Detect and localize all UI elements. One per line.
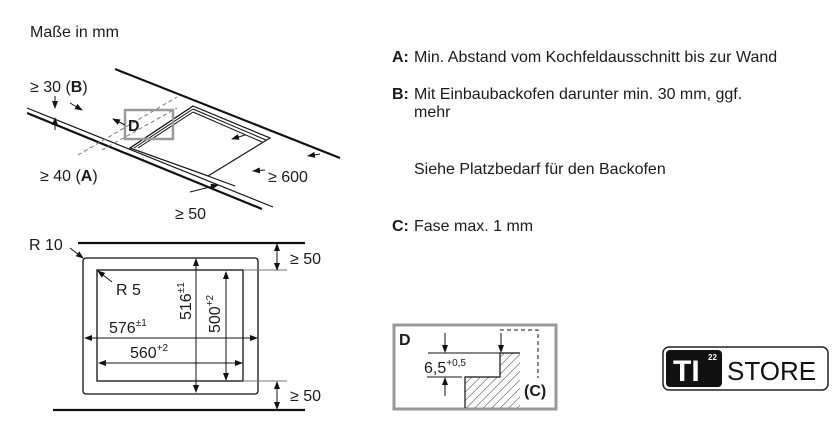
- outer-width-label: 576±1: [109, 318, 147, 337]
- note-a: A:Min. Abstand vom Kochfeldausschnitt bi…: [392, 49, 778, 66]
- depth-label: ≥ 600: [268, 169, 308, 186]
- inner-depth-label: 500+2: [205, 294, 224, 333]
- detail-d: [392, 323, 558, 411]
- inner-radius-label: R 5: [116, 282, 141, 299]
- detail-dimension: 6,5+0,5: [424, 358, 466, 377]
- chamfer-label: (C): [524, 383, 546, 400]
- bottom-clearance-label: ≥ 50: [290, 388, 321, 405]
- svg-text:STORE: STORE: [727, 356, 816, 386]
- units-title: Maße in mm: [30, 24, 119, 41]
- top-view: [26, 67, 341, 211]
- outer-depth-label: 516±1: [176, 282, 195, 320]
- store-logo: TI 22 STORE: [662, 346, 829, 391]
- note-oven: Siehe Platzbedarf für den Backofen: [414, 161, 666, 178]
- clearance-a-label: ≥ 40 (A): [40, 168, 98, 185]
- detail-marker-d: D: [128, 118, 140, 135]
- detail-title: D: [399, 332, 411, 349]
- svg-text:TI: TI: [673, 355, 700, 388]
- clearance-b-label: ≥ 30 (B): [30, 79, 88, 96]
- outer-radius-label: R 10: [29, 237, 63, 254]
- front-clearance-label: ≥ 50: [175, 206, 206, 223]
- top-clearance-label: ≥ 50: [290, 251, 321, 268]
- note-c: C:Fase max. 1 mm: [392, 218, 534, 235]
- svg-text:22: 22: [708, 353, 717, 362]
- note-b: B:Mit Einbaubackofen darunter min. 30 mm…: [392, 86, 743, 121]
- inner-width-label: 560+2: [130, 343, 169, 362]
- cutout-plan: [53, 241, 305, 412]
